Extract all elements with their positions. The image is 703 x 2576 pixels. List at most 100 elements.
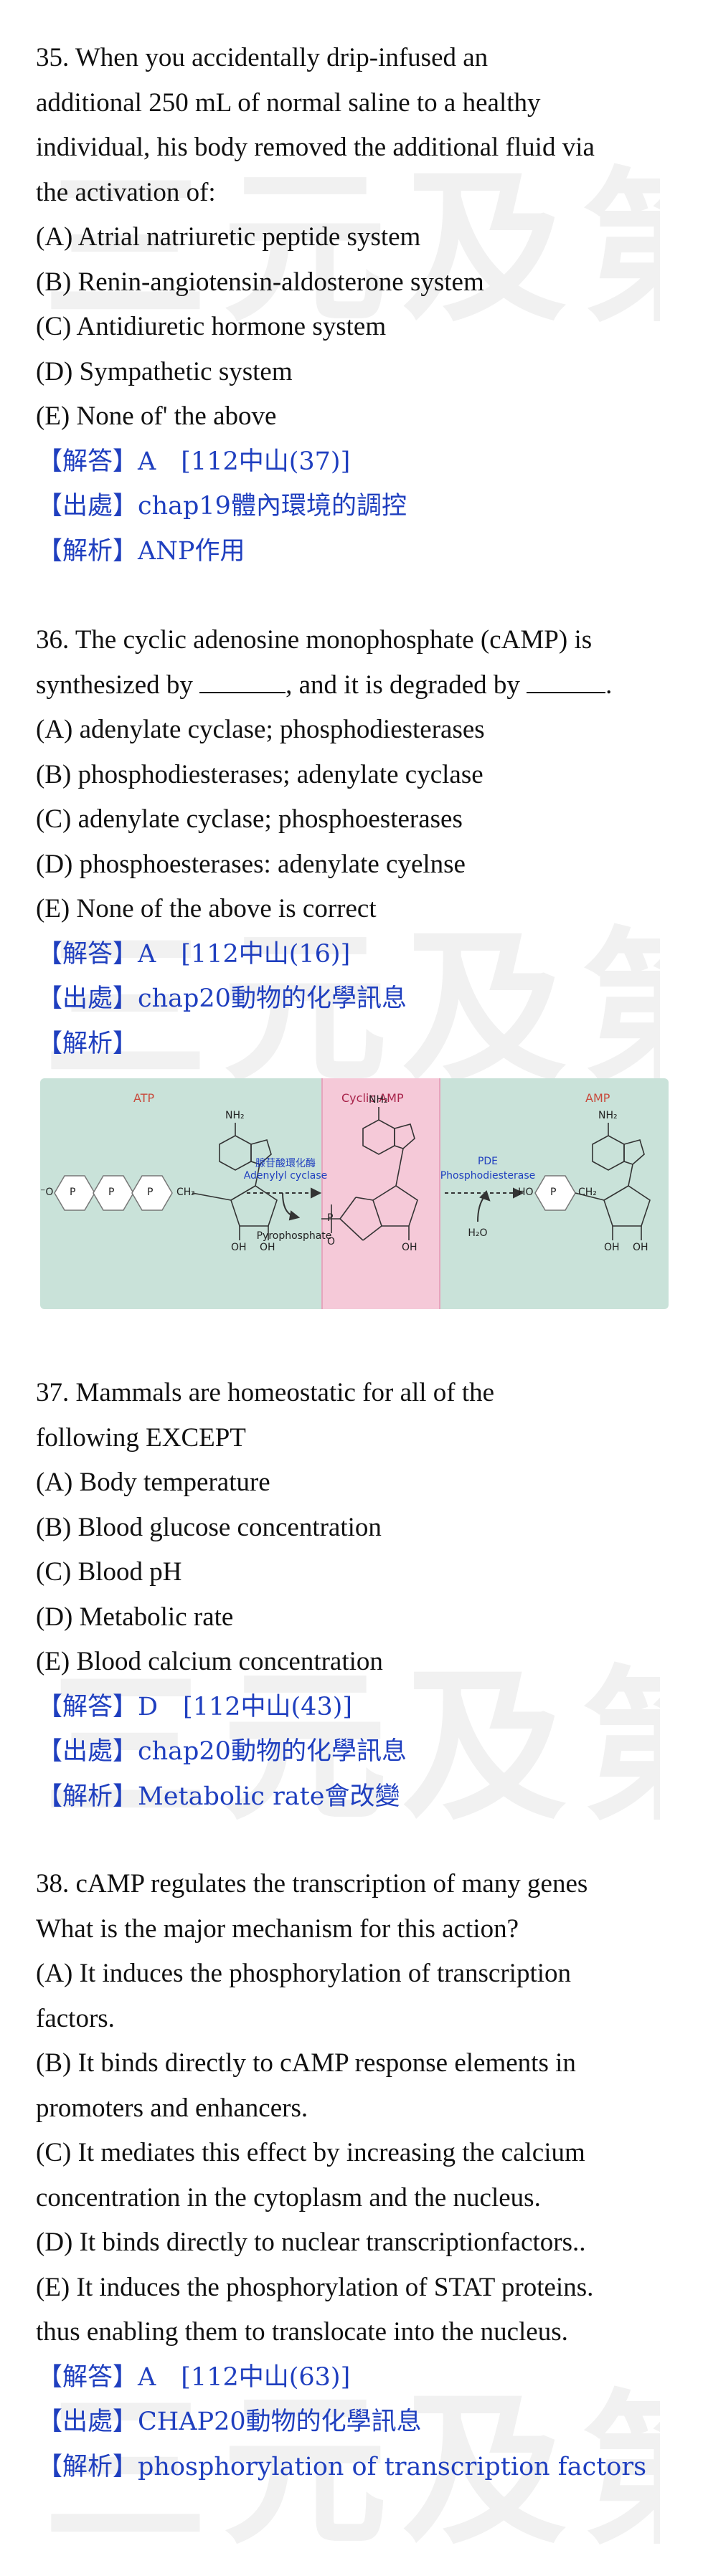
option-d: (D) Metabolic rate [36, 1602, 234, 1632]
answer-line: 【解答】A [112中山(16)] [37, 939, 351, 969]
camp-oh: OH [402, 1242, 417, 1253]
camp-phosphate [321, 1204, 340, 1233]
source-line: 【出處】chap20動物的化學訊息 [37, 984, 407, 1013]
atp-p1: P [70, 1187, 76, 1198]
question-stem-line: the activation of: [36, 177, 216, 207]
water-label: H₂O [468, 1227, 488, 1239]
question-stem-line: 36. The cyclic adenosine monophosphate (… [36, 625, 593, 655]
source-line: 【出處】chap20動物的化學訊息 [37, 1737, 407, 1766]
question-37: 37. Mammals are homeostatic for all of t… [36, 1371, 681, 1819]
atp-nucleoside [192, 1123, 278, 1240]
atp-label: ATP [133, 1091, 155, 1105]
atp-o-minus: ⁻O [40, 1187, 54, 1198]
option-c: (C) adenylate cyclase; phosphoesterases [36, 804, 463, 834]
option-b: (B) It binds directly to cAMP response e… [36, 2048, 576, 2078]
amp-ch2: CH₂ [578, 1187, 597, 1198]
stem-text: synthesized by [36, 670, 200, 700]
cyclic-amp-highlight [321, 1078, 440, 1309]
answer-blank [199, 667, 286, 693]
source-line: 【出處】chap19體內環境的調控 [37, 492, 407, 521]
option-e: (E) Blood calcium concentration [36, 1647, 383, 1676]
phosphodiesterase-label: Phosphodiesterase [440, 1170, 536, 1182]
analysis-line: 【解析】Metabolic rate會改變 [37, 1782, 400, 1811]
atp-oh: OH [231, 1242, 247, 1253]
question-stem-line: 38. cAMP regulates the transcription of … [36, 1869, 588, 1898]
adenylyl-cyclase-label: Adenylyl cyclase [243, 1170, 328, 1182]
option-b-cont: promoters and enhancers. [36, 2093, 308, 2123]
adenylyl-cyclase-arrow [247, 1187, 322, 1221]
option-d: (D) Sympathetic system [36, 356, 293, 386]
option-a: (A) adenylate cyclase; phosphodiesterase… [36, 715, 485, 744]
atp-phosphate-chain [54, 1175, 173, 1211]
question-35: 35. When you accidentally drip-infused a… [36, 36, 681, 574]
amp-ho: HO [518, 1187, 534, 1198]
amp-oh: OH [633, 1242, 648, 1253]
stem-text: . [605, 670, 613, 700]
adenylyl-cyclase-zh-label: 腺苷酸環化酶 [255, 1158, 316, 1169]
camp-p: P [327, 1212, 334, 1224]
stem-text: , and it is degraded by [286, 670, 527, 700]
imidazole-ring [623, 1139, 645, 1165]
answer-blank [527, 667, 606, 693]
option-d: (D) phosphoesterases: adenylate cyelnse [36, 849, 466, 879]
adenine-ring [362, 1119, 395, 1155]
option-e: (E) None of the above is correct [36, 894, 377, 923]
amp-p: P [550, 1187, 557, 1198]
question-38: 38. cAMP regulates the transcription of … [36, 1862, 681, 2489]
source-line: 【出處】CHAP20動物的化學訊息 [37, 2408, 422, 2436]
option-a: (A) Atrial natriuretic peptide system [36, 222, 421, 252]
analysis-line: 【解析】phosphorylation of transcription fac… [37, 2452, 647, 2481]
imidazole-ring [394, 1123, 415, 1149]
option-a-cont: factors. [36, 2003, 115, 2033]
ribose-ring [372, 1185, 418, 1227]
option-c: (C) It mediates this effect by increasin… [36, 2138, 585, 2167]
question-stem-line: 37. Mammals are homeostatic for all of t… [36, 1378, 495, 1407]
camp-molecule [339, 1107, 418, 1241]
adenine-ring [592, 1135, 625, 1171]
question-stem-line: individual, his body removed the additio… [36, 133, 595, 162]
option-e-cont: thus enabling them to translocate into t… [36, 2317, 568, 2347]
option-a: (A) It induces the phosphorylation of tr… [36, 1959, 571, 1988]
answer-line: 【解答】D [112中山(43)] [37, 1692, 353, 1721]
option-d: (D) It binds directly to nuclear transcr… [36, 2228, 586, 2257]
option-e: (E) It induces the phosphorylation of ST… [36, 2272, 594, 2302]
imidazole-ring [250, 1139, 272, 1165]
question-stem-line: synthesized by , and it is degraded by . [36, 663, 681, 708]
question-stem-line: following EXCEPT [36, 1422, 246, 1453]
option-c: (C) Antidiuretic hormone system [36, 312, 387, 341]
amp-nh2: NH₂ [598, 1110, 618, 1121]
question-stem-line: additional 250 mL of normal saline to a … [36, 87, 541, 118]
amp-label: AMP [585, 1091, 610, 1105]
camp-nh2: NH₂ [369, 1094, 388, 1106]
option-c: (C) Blood pH [36, 1557, 182, 1587]
option-c-cont: concentration in the cytoplasm and the n… [36, 2182, 541, 2213]
answer-line: 【解答】A [112中山(37)] [37, 447, 351, 476]
question-36: 36. The cyclic adenosine monophosphate (… [36, 618, 681, 1066]
cyclic-amp-label: Cyclic AMP [341, 1091, 404, 1105]
option-a: (A) Body temperature [36, 1468, 270, 1497]
option-e: (E) None of' the above [36, 401, 277, 431]
pyrophosphate-label: Pyrophosphate [256, 1230, 332, 1242]
phosphodiesterase-arrow [445, 1187, 524, 1222]
camp-o: O [327, 1236, 336, 1247]
analysis-line: 【解析】 [37, 1029, 138, 1058]
answer-line: 【解答】A [112中山(63)] [37, 2362, 351, 2392]
atp-p3: P [147, 1187, 154, 1198]
camp-pathway-figure: ATP Cyclic AMP AMP 腺苷酸環化酶 Adenylyl cycla… [40, 1078, 669, 1309]
atp-nh2: NH₂ [225, 1110, 245, 1121]
amp-nucleoside [575, 1123, 651, 1240]
atp-ch2: CH₂ [176, 1187, 195, 1198]
amp-oh: OH [604, 1242, 620, 1253]
question-stem-line: 35. When you accidentally drip-infused a… [36, 43, 489, 72]
atp-oh: OH [260, 1242, 275, 1253]
adenine-ring [219, 1135, 252, 1171]
atp-p2: P [108, 1187, 115, 1198]
option-b: (B) Renin-angiotensin-aldosterone system [36, 267, 484, 297]
pathway-diagram [54, 1107, 651, 1241]
question-stem-line: What is the major mechanism for this act… [36, 1914, 519, 1944]
pde-label: PDE [477, 1156, 499, 1167]
option-b: (B) phosphodiesterases; adenylate cyclas… [36, 759, 483, 789]
ribose-ring [230, 1185, 278, 1227]
option-b: (B) Blood glucose concentration [36, 1512, 382, 1542]
phosphate-hexagon [131, 1175, 173, 1211]
